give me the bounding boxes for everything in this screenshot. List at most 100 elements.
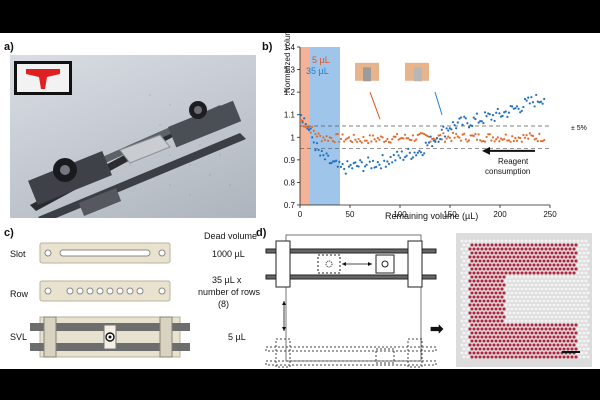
array-dot xyxy=(550,291,554,295)
array-dot xyxy=(554,243,558,247)
array-dot xyxy=(460,295,464,299)
array-dot xyxy=(468,327,472,331)
array-dot xyxy=(510,267,514,271)
array-dot xyxy=(526,307,530,311)
data-point-s1 xyxy=(349,163,352,167)
array-dot xyxy=(572,287,576,291)
array-dot xyxy=(460,343,464,347)
array-dot xyxy=(544,351,548,355)
array-dot xyxy=(506,275,510,279)
array-dot xyxy=(464,287,468,291)
array-dot xyxy=(542,347,546,351)
array-dot xyxy=(510,291,514,295)
array-dot xyxy=(510,283,514,287)
array-dot xyxy=(540,319,544,323)
array-dot xyxy=(462,307,466,311)
array-dot xyxy=(476,271,480,275)
array-dot xyxy=(558,291,562,295)
array-dot xyxy=(584,311,588,315)
array-dot xyxy=(496,327,500,331)
data-point-s1 xyxy=(451,121,455,124)
array-dot xyxy=(480,287,484,291)
data-point-s1 xyxy=(389,155,392,159)
array-dot xyxy=(496,247,500,251)
data-point-s0 xyxy=(445,137,448,140)
array-dot xyxy=(488,263,492,267)
array-dot xyxy=(572,327,576,331)
array-dot xyxy=(552,311,556,315)
data-point-s0 xyxy=(488,133,491,136)
array-dot xyxy=(504,327,508,331)
array-dot xyxy=(560,239,564,243)
array-dot xyxy=(550,307,554,311)
row-value-line1: 35 µL x xyxy=(212,275,242,285)
array-dot xyxy=(462,347,466,351)
array-dot xyxy=(528,319,532,323)
data-point-s1 xyxy=(525,99,528,102)
array-dot xyxy=(484,279,488,283)
array-dot xyxy=(514,267,518,271)
data-point-s1 xyxy=(418,149,421,152)
data-point-s0 xyxy=(325,135,328,138)
array-dot xyxy=(542,307,546,311)
array-dot xyxy=(542,355,546,359)
array-dot xyxy=(506,243,510,247)
array-dot xyxy=(540,263,544,267)
array-dot xyxy=(552,303,556,307)
array-dot xyxy=(546,339,550,343)
array-dot xyxy=(582,291,586,295)
array-dot xyxy=(492,311,496,315)
data-point-s0 xyxy=(327,139,330,142)
array-dot xyxy=(526,283,530,287)
array-dot xyxy=(494,331,498,335)
data-point-s1 xyxy=(455,127,458,130)
data-point-s1 xyxy=(381,154,384,157)
array-dot xyxy=(578,315,582,319)
array-dot xyxy=(512,279,516,283)
array-dot xyxy=(506,323,510,327)
array-dot xyxy=(586,251,590,255)
array-dot xyxy=(538,299,542,303)
array-dot xyxy=(552,255,556,259)
array-dot xyxy=(514,323,518,327)
array-dot xyxy=(496,303,500,307)
data-point-s1 xyxy=(541,102,544,105)
array-dot xyxy=(570,267,574,271)
tolerance-band-label: ± 5% xyxy=(571,125,587,132)
array-dot xyxy=(504,263,508,267)
array-dot xyxy=(510,307,514,311)
data-point-s1 xyxy=(445,127,448,130)
array-dot xyxy=(576,287,580,291)
array-dot xyxy=(466,291,470,295)
array-dot xyxy=(460,311,464,315)
data-point-s1 xyxy=(299,114,303,117)
data-point-s1 xyxy=(335,159,338,162)
array-dot xyxy=(502,339,506,343)
data-point-s1 xyxy=(477,121,480,124)
data-point-s0 xyxy=(395,132,399,136)
data-point-s1 xyxy=(523,97,527,101)
array-dot xyxy=(508,279,512,283)
array-dot xyxy=(560,295,564,299)
array-dot xyxy=(470,347,474,351)
data-point-s1 xyxy=(474,117,477,121)
array-dot xyxy=(484,239,488,243)
array-dot xyxy=(522,243,526,247)
array-dot xyxy=(510,315,514,319)
array-dot xyxy=(572,343,576,347)
array-dot xyxy=(508,239,512,243)
data-point-s0 xyxy=(413,139,416,142)
array-dot xyxy=(522,259,526,263)
data-point-s1 xyxy=(315,142,319,145)
array-dot xyxy=(574,267,578,271)
array-dot xyxy=(524,279,528,283)
array-dot xyxy=(496,255,500,259)
array-dot xyxy=(552,343,556,347)
array-dot xyxy=(504,319,508,323)
array-dot xyxy=(520,279,524,283)
array-dot xyxy=(552,247,556,251)
array-dot xyxy=(476,263,480,267)
data-point-s0 xyxy=(402,137,405,140)
array-dot xyxy=(544,279,548,283)
array-dot xyxy=(574,259,578,263)
